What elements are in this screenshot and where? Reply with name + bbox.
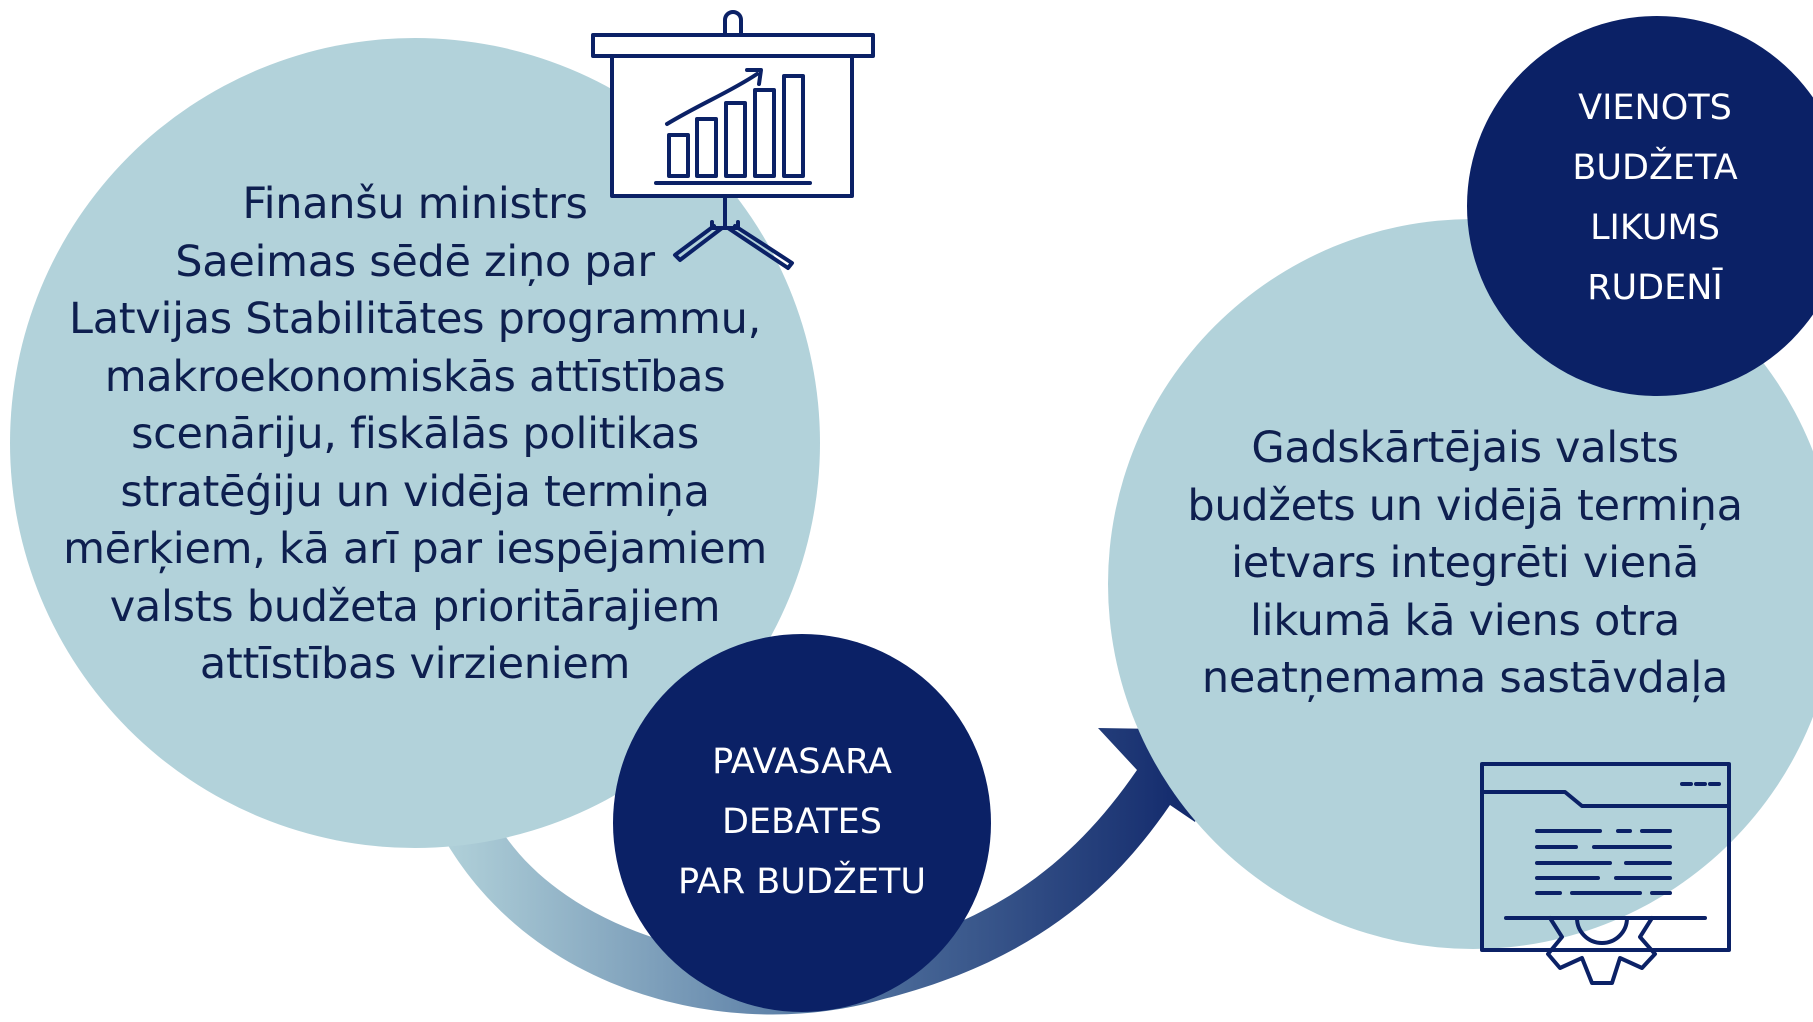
flow-arrow xyxy=(446,728,1222,1015)
right-text-line: Gadskārtējais valsts xyxy=(1251,423,1679,473)
left-text-line: Latvijas Stabilitātes programmu, xyxy=(69,294,761,344)
spring-badge-text: PAVASARA DEBATES PAR BUDŽETU xyxy=(640,732,964,912)
document-settings-icon xyxy=(1480,762,1731,985)
right-text-line: budžets un vidējā termiņa xyxy=(1187,480,1743,531)
left-text-line: makroekonomiskās attīstības xyxy=(104,351,726,402)
right-text-line: neatņemama sastāvdaļa xyxy=(1201,653,1729,703)
left-text-line: stratēģiju un vidēja termiņa xyxy=(120,466,710,517)
right-text-line: likumā kā viens otra xyxy=(1250,595,1680,646)
spring-badge-line: PAVASARA xyxy=(712,742,892,782)
spring-badge-line: PAR BUDŽETU xyxy=(678,862,926,902)
left-circle xyxy=(10,38,820,848)
left-text-line: attīstības virzieniem xyxy=(199,639,631,689)
autumn-badge-line: VIENOTS xyxy=(1578,88,1732,128)
left-text-line: scenāriju, fiskālās politikas xyxy=(131,409,699,459)
left-text-line: valsts budžeta prioritārajiem xyxy=(109,581,721,632)
left-text-line: Finanšu ministrs xyxy=(242,179,588,229)
autumn-badge-line: RUDENĪ xyxy=(1587,268,1723,308)
autumn-badge-circle xyxy=(1467,16,1813,396)
autumn-badge-text: VIENOTS BUDŽETA LIKUMS RUDENĪ xyxy=(1530,78,1780,318)
left-text-line: Saeimas sēdē ziņo par xyxy=(175,236,655,287)
autumn-badge-line: LIKUMS xyxy=(1590,208,1720,248)
autumn-badge-line: BUDŽETA xyxy=(1572,148,1738,188)
right-text-line: ietvars integrēti vienā xyxy=(1231,538,1699,588)
right-circle-text: Gadskārtējais valsts budžets un vidējā t… xyxy=(1140,420,1790,708)
left-circle-text: Finanšu ministrs Saeimas sēdē ziņo par L… xyxy=(40,176,790,694)
spring-badge-line: DEBATES xyxy=(721,802,882,842)
spring-badge-circle xyxy=(613,634,991,1012)
right-circle xyxy=(1108,219,1813,949)
left-text-line: mērķiem, kā arī par iespējamiem xyxy=(63,524,767,574)
presentation-chart-icon xyxy=(591,10,875,270)
